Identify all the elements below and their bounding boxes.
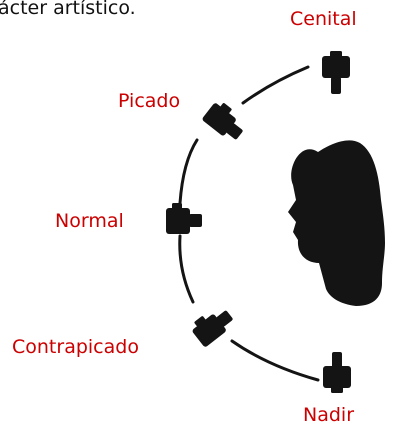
head-silhouette-icon (288, 140, 385, 306)
arc-path (178, 65, 320, 382)
angle-label-normal: Normal (55, 210, 124, 232)
camera-icon (192, 310, 233, 347)
camera-icon (322, 51, 350, 94)
angle-label-contrapicado: Contrapicado (12, 336, 139, 358)
caption-fragment: ácter artístico. (0, 0, 136, 19)
camera-icon (323, 352, 351, 393)
angle-label-cenital: Cenital (290, 8, 357, 30)
camera-icon (202, 103, 243, 140)
angle-label-nadir: Nadir (303, 404, 355, 426)
camera-icon (166, 203, 202, 234)
angle-label-picado: Picado (118, 90, 181, 112)
